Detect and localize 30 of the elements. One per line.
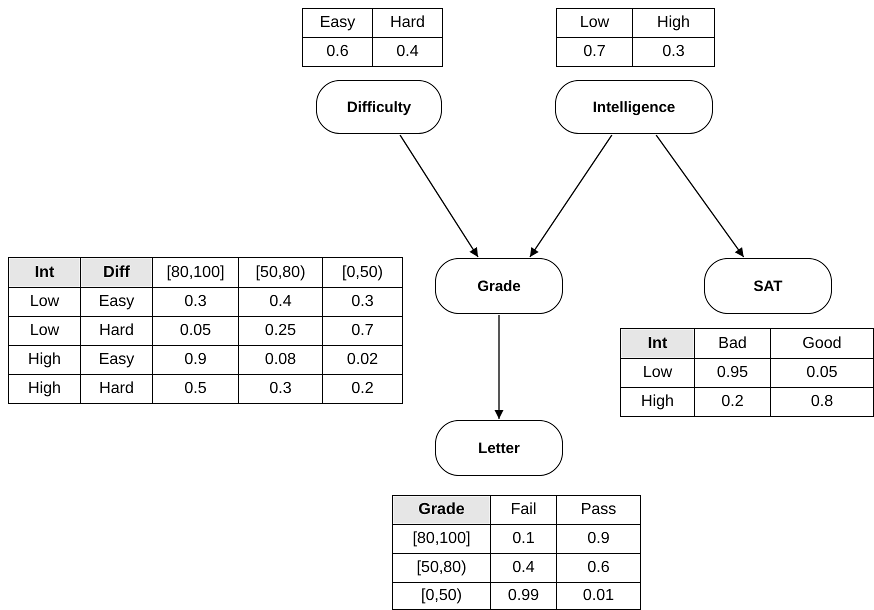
table-cell: 0.8 xyxy=(770,387,874,417)
table-cell: 0.2 xyxy=(322,374,403,404)
table-cell: High xyxy=(8,374,81,404)
arrow xyxy=(494,315,504,419)
arrow xyxy=(656,134,744,258)
table-header-cell: Diff xyxy=(80,257,153,288)
table-cell: 0.6 xyxy=(302,37,373,67)
table-cell: Hard xyxy=(372,8,443,38)
table-cell: 0.3 xyxy=(632,37,715,67)
variable-node: Letter xyxy=(435,420,563,476)
arrow xyxy=(400,134,479,258)
table-cell: High xyxy=(620,387,695,417)
table-cell: [0,50) xyxy=(322,257,403,288)
table-cell: Low xyxy=(556,8,633,38)
table-cell: Pass xyxy=(556,495,641,525)
table-cell: 0.01 xyxy=(556,582,641,610)
variable-node: Difficulty xyxy=(316,80,442,134)
variable-node: Intelligence xyxy=(555,80,713,134)
table-cell: 0.4 xyxy=(372,37,443,67)
table-cell: Easy xyxy=(302,8,373,38)
variable-node: Grade xyxy=(435,258,563,314)
table-header-cell: Int xyxy=(8,257,81,288)
table-header-cell: Int xyxy=(620,328,695,359)
table-cell: High xyxy=(632,8,715,38)
arrow xyxy=(529,134,612,258)
table-cell: Good xyxy=(770,328,874,359)
table-cell: [0,50) xyxy=(392,582,491,610)
variable-node: SAT xyxy=(704,258,832,314)
table-header-cell: Grade xyxy=(392,495,491,525)
table-cell: 0.7 xyxy=(556,37,633,67)
